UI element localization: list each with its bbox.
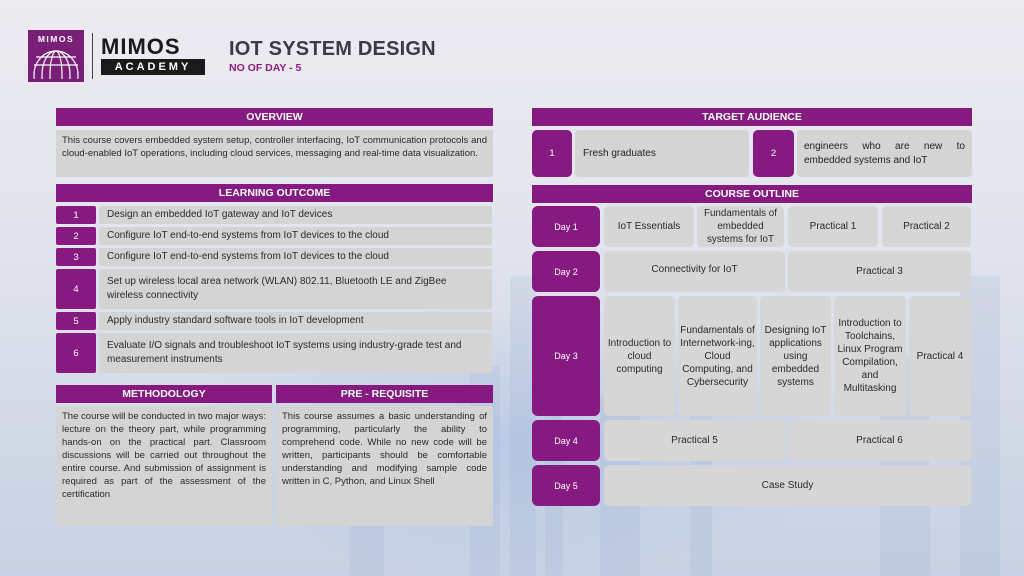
brand-wordmark: MIMOS ACADEMY bbox=[101, 34, 205, 75]
day-label: Day 2 bbox=[532, 251, 600, 292]
session-cell: Introduction to cloud computing bbox=[604, 296, 675, 416]
outcome-number: 1 bbox=[56, 206, 96, 224]
course-outline-heading: COURSE OUTLINE bbox=[532, 185, 972, 203]
overview-heading: OVERVIEW bbox=[56, 108, 493, 126]
brand-line1: MIMOS bbox=[101, 34, 181, 59]
session-cell: Practical 6 bbox=[788, 420, 971, 461]
prerequisite-heading: PRE - REQUISITE bbox=[276, 385, 493, 403]
outcome-text: Configure IoT end-to-end systems from Io… bbox=[99, 227, 492, 245]
session-cell: IoT Essentials bbox=[604, 206, 694, 247]
session-cell: Introduction to Toolchains, Linux Progra… bbox=[834, 296, 906, 416]
methodology-heading: METHODOLOGY bbox=[56, 385, 272, 403]
outcome-text: Design an embedded IoT gateway and IoT d… bbox=[99, 206, 492, 224]
session-cell: Practical 4 bbox=[909, 296, 971, 416]
course-title: IOT SYSTEM DESIGN bbox=[229, 38, 436, 60]
brand-line2: ACADEMY bbox=[101, 59, 205, 75]
header-divider bbox=[92, 33, 93, 79]
audience-text: engineers who are new to embedded system… bbox=[797, 130, 972, 177]
outcome-text: Set up wireless local area network (WLAN… bbox=[99, 269, 492, 309]
methodology-text: The course will be conducted in two majo… bbox=[56, 406, 272, 526]
overview-text: This course covers embedded system setup… bbox=[56, 130, 493, 177]
outcome-number: 2 bbox=[56, 227, 96, 245]
outcome-number: 6 bbox=[56, 333, 96, 373]
session-cell: Fundamentals of embedded systems for IoT bbox=[697, 206, 784, 247]
session-cell: Designing IoT applications using embedde… bbox=[760, 296, 831, 416]
day-label: Day 5 bbox=[532, 465, 600, 506]
logo-text: MIMOS bbox=[37, 34, 75, 44]
day-label: Day 1 bbox=[532, 206, 600, 247]
audience-number: 1 bbox=[532, 130, 572, 177]
day-label: Day 4 bbox=[532, 420, 600, 461]
prerequisite-text: This course assumes a basic understandin… bbox=[276, 406, 493, 526]
day-label: Day 3 bbox=[532, 296, 600, 416]
outcome-number: 3 bbox=[56, 248, 96, 266]
outcome-text: Evaluate I/O signals and troubleshoot Io… bbox=[99, 333, 492, 373]
session-cell: Case Study bbox=[604, 465, 971, 506]
course-days: NO OF DAY - 5 bbox=[229, 62, 302, 74]
session-cell: Practical 5 bbox=[604, 420, 785, 461]
mimos-logo: MIMOS bbox=[28, 30, 84, 82]
outcome-number: 4 bbox=[56, 269, 96, 309]
session-cell: Practical 1 bbox=[788, 206, 878, 247]
globe-icon bbox=[33, 50, 79, 79]
session-cell: Connectivity for IoT bbox=[604, 251, 785, 292]
session-cell: Fundamentals of Internetwork-ing, Cloud … bbox=[678, 296, 757, 416]
audience-text: Fresh graduates bbox=[575, 130, 749, 177]
target-audience-heading: TARGET AUDIENCE bbox=[532, 108, 972, 126]
session-cell: Practical 3 bbox=[788, 251, 971, 292]
outcome-text: Configure IoT end-to-end systems from Io… bbox=[99, 248, 492, 266]
learning-outcome-heading: LEARNING OUTCOME bbox=[56, 184, 493, 202]
session-cell: Practical 2 bbox=[882, 206, 971, 247]
outcome-number: 5 bbox=[56, 312, 96, 330]
audience-number: 2 bbox=[753, 130, 794, 177]
outcome-text: Apply industry standard software tools i… bbox=[99, 312, 492, 330]
